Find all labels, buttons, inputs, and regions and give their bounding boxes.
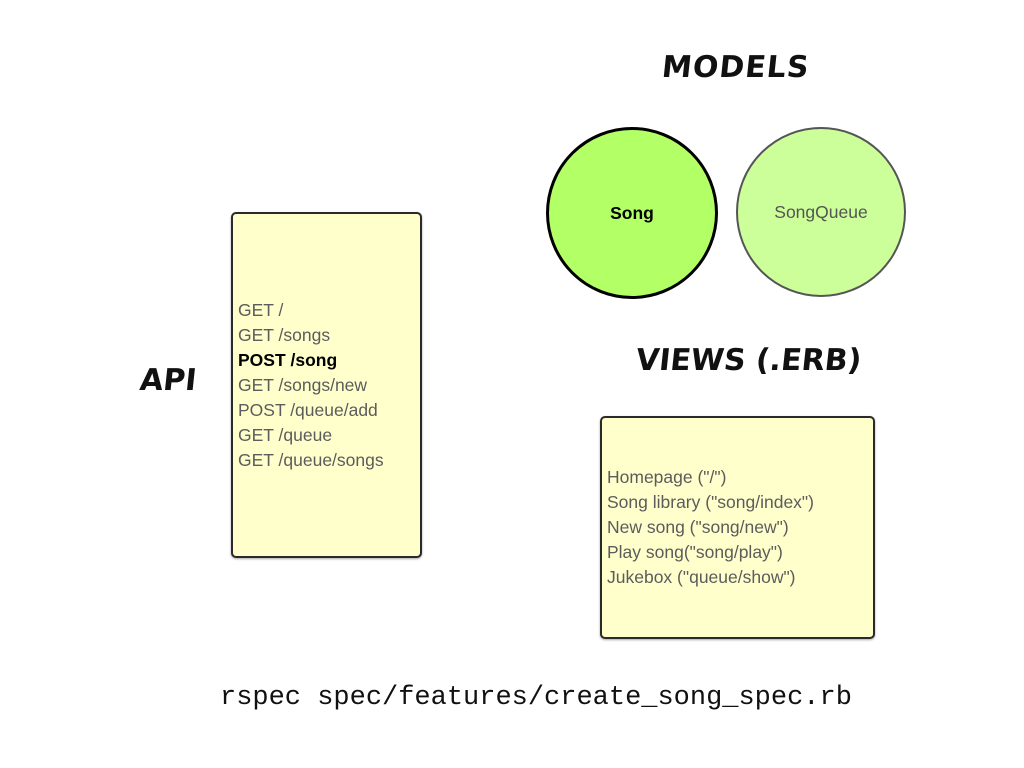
api-route-item: GET /songs/new — [238, 374, 368, 395]
views-box: Homepage ("/") Song library ("song/index… — [600, 416, 875, 639]
api-route-item: POST /queue/add — [238, 399, 378, 420]
view-item: Play song("song/play") — [607, 542, 783, 562]
api-route-item: GET /queue/songs — [238, 449, 384, 470]
api-routes-box: GET / GET /songs POST /song GET /songs/n… — [231, 212, 422, 558]
views-heading: VIEWS (.ERB) — [634, 343, 864, 378]
songqueue-model-circle: SongQueue — [736, 127, 906, 297]
view-item: New song ("song/new") — [607, 517, 789, 537]
api-route-item: GET / — [238, 299, 284, 320]
song-model-circle: Song — [546, 127, 718, 299]
models-heading: MODELS — [660, 50, 812, 85]
songqueue-model-label: SongQueue — [774, 201, 868, 222]
api-route-item: POST /song — [238, 349, 338, 370]
api-route-item: GET /queue — [238, 424, 333, 445]
song-model-label: Song — [610, 202, 654, 223]
views-list: Homepage ("/") Song library ("song/index… — [607, 465, 873, 590]
api-routes-list: GET / GET /songs POST /song GET /songs/n… — [238, 298, 420, 473]
view-item: Homepage ("/") — [607, 467, 727, 487]
api-route-item: GET /songs — [238, 324, 331, 345]
view-item: Song library ("song/index") — [607, 492, 814, 512]
api-heading: API — [138, 363, 199, 398]
view-item: Jukebox ("queue/show") — [607, 567, 796, 587]
rspec-command: rspec spec/features/create_song_spec.rb — [220, 683, 852, 713]
